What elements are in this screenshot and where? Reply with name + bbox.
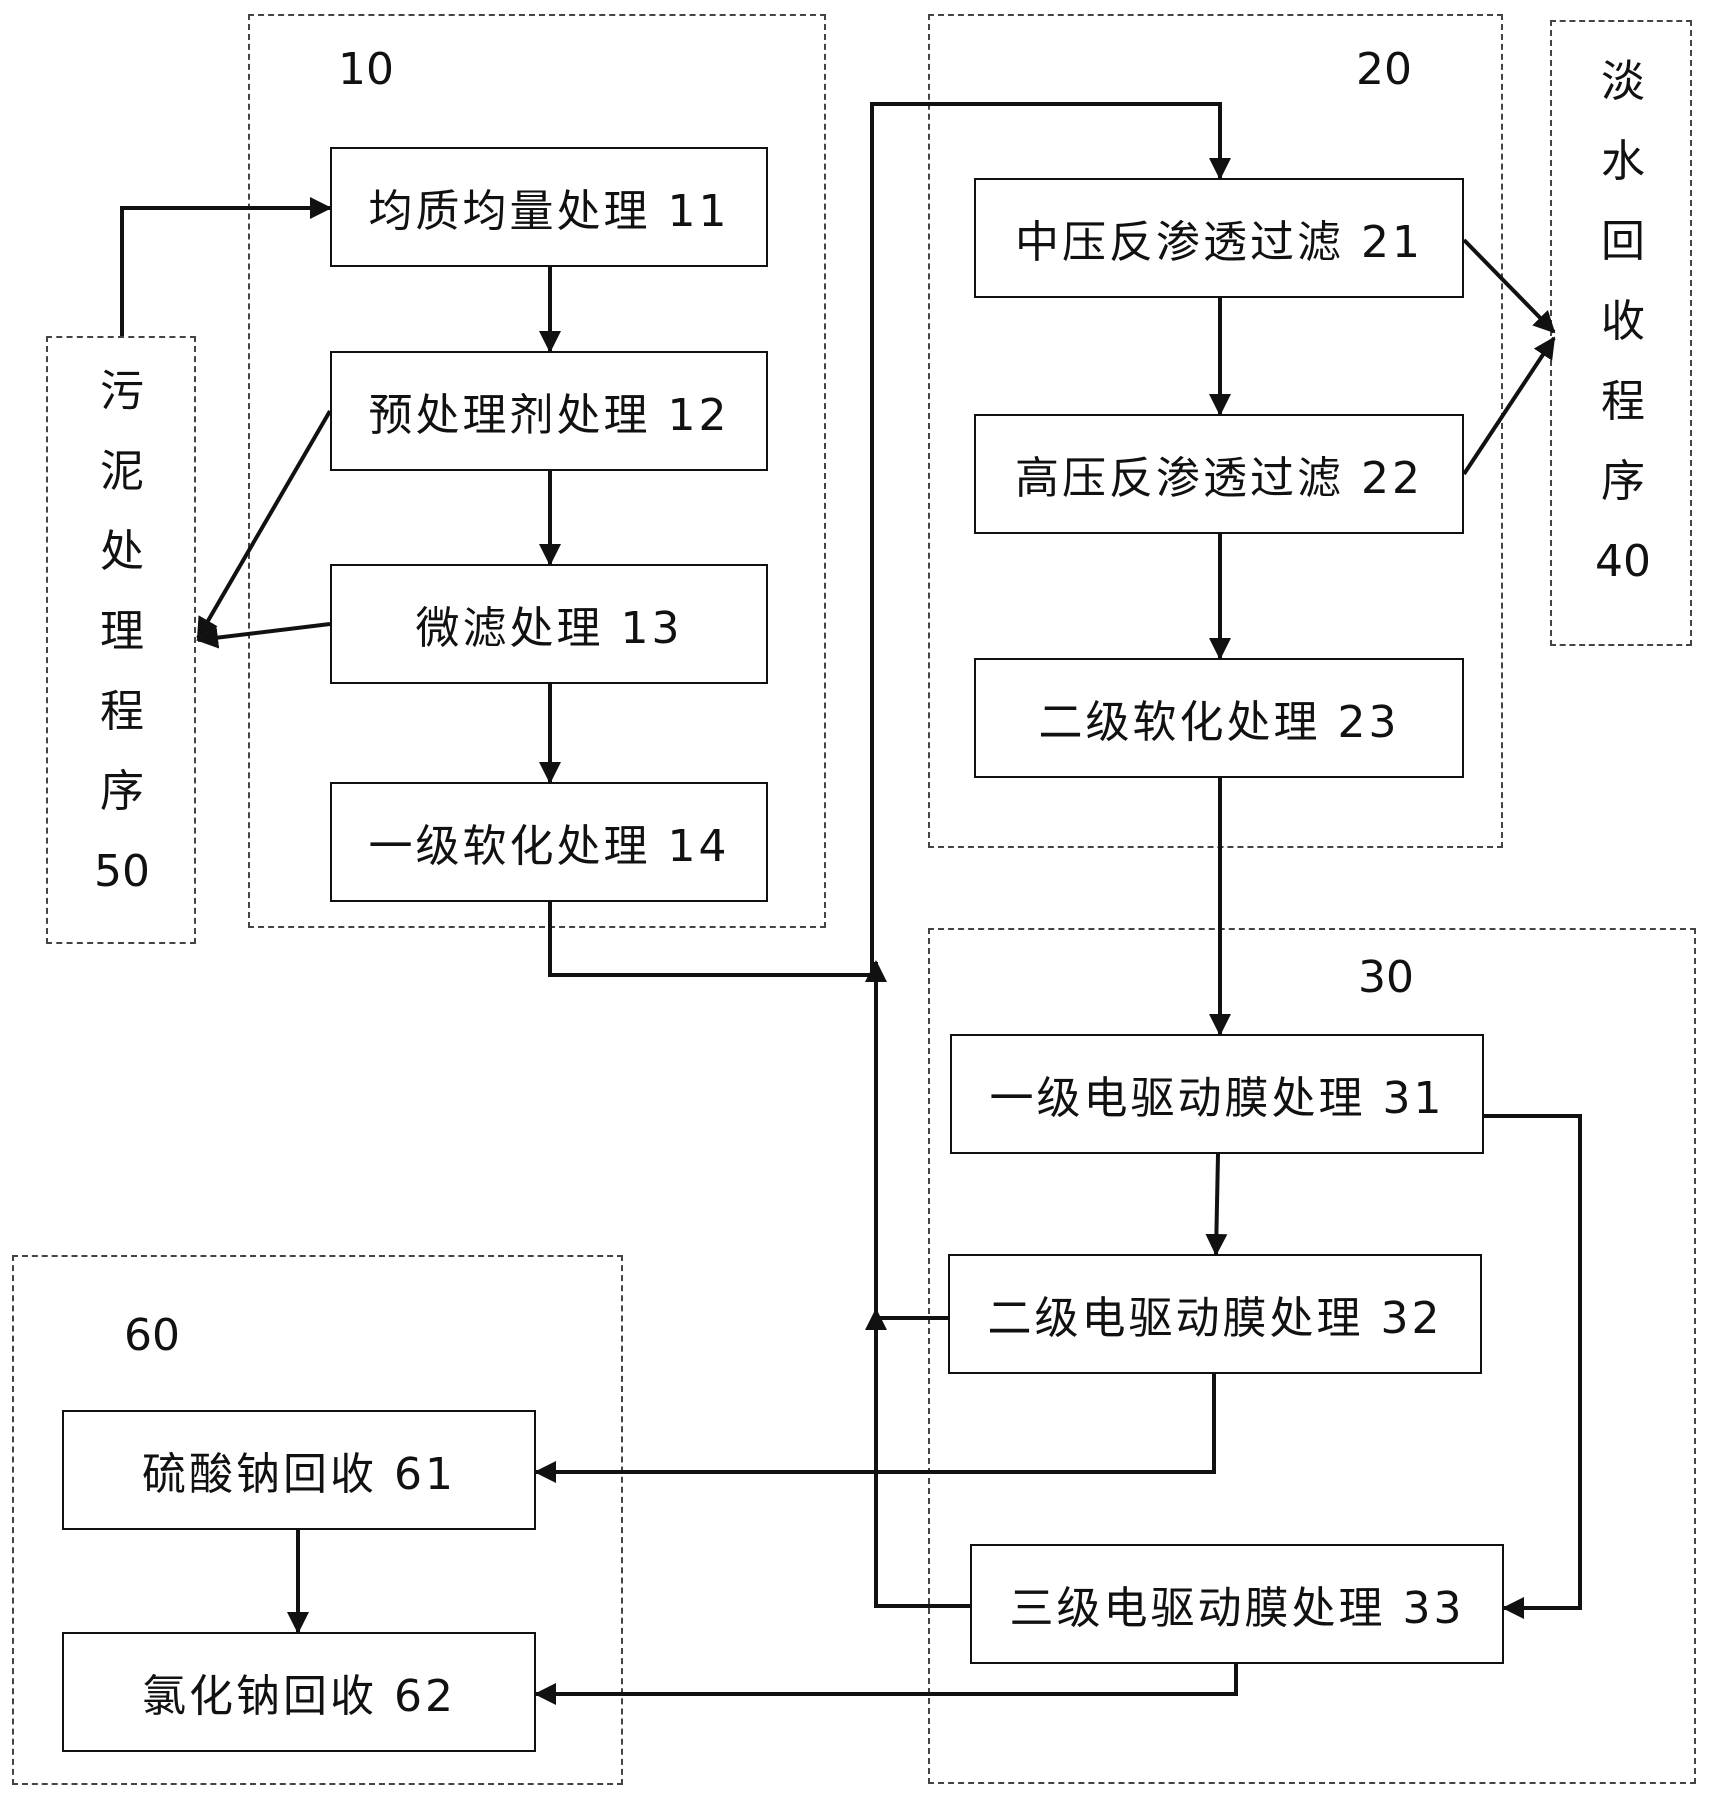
arrow-33-recycle: [874, 1340, 970, 1608]
vert40-char-4: 程: [1601, 376, 1645, 427]
vert50-char-1: 泥: [100, 446, 144, 497]
group-60-label: 60: [124, 1310, 180, 1361]
group-30-label: 30: [1358, 952, 1414, 1003]
step-13-box: 微滤处理 13: [330, 564, 768, 684]
arrow-31-to-32: [1205, 1153, 1228, 1256]
step-31-box: 一级电驱动膜处理 31: [950, 1034, 1484, 1154]
vert40-char-2: 回: [1601, 216, 1645, 267]
vert50-char-3: 理: [100, 606, 144, 657]
group-10-frame: [248, 14, 826, 928]
arrow-50-to-11: [120, 197, 332, 336]
group-50-frame: [46, 336, 196, 944]
arrow-21-to-40: [1462, 238, 1556, 334]
vert50-char-0: 污: [100, 366, 144, 417]
vert40-char-0: 淡: [1601, 56, 1645, 107]
arrow-14-to-21: [548, 102, 1231, 977]
vert50-char-4: 程: [100, 686, 144, 737]
step-11-box: 均质均量处理 11: [330, 147, 768, 267]
group-20-frame: [928, 14, 1503, 848]
step-22-box: 高压反渗透过滤 22: [974, 414, 1464, 534]
step-32-box: 二级电驱动膜处理 32: [948, 1254, 1482, 1374]
group-10-label: 10: [338, 44, 394, 95]
sludge-treatment-label: 污泥处理程序 50: [86, 352, 158, 912]
step-62-box: 氯化钠回收 62: [62, 1632, 536, 1752]
vert40-number: 40: [1595, 536, 1651, 587]
step-21-box: 中压反渗透过滤 21: [974, 178, 1464, 298]
vert40-char-1: 水: [1601, 136, 1645, 187]
arrow-12-to-50: [196, 409, 332, 640]
arrow-31-to-33: [1484, 1114, 1582, 1619]
group-60-frame: [12, 1255, 623, 1785]
group-20-label: 20: [1356, 44, 1412, 95]
vert50-number: 50: [94, 846, 150, 897]
arrow-33-to-62: [534, 1664, 1238, 1705]
step-61-box: 硫酸钠回收 61: [62, 1410, 536, 1530]
step-14-box: 一级软化处理 14: [330, 782, 768, 902]
vert40-char-3: 收: [1601, 296, 1645, 347]
arrow-32-to-61: [534, 1374, 1216, 1483]
vert50-char-2: 处: [100, 526, 144, 577]
group-30-frame: [928, 928, 1696, 1784]
step-33-box: 三级电驱动膜处理 33: [970, 1544, 1504, 1664]
fresh-water-recovery-label: 淡水回收程序 40: [1590, 42, 1656, 602]
arrow-13-to-50: [196, 622, 331, 649]
arrow-22-to-40: [1462, 336, 1556, 476]
step-23-box: 二级软化处理 23: [974, 658, 1464, 778]
vert50-char-5: 序: [100, 766, 144, 817]
vert40-char-5: 序: [1601, 456, 1645, 507]
